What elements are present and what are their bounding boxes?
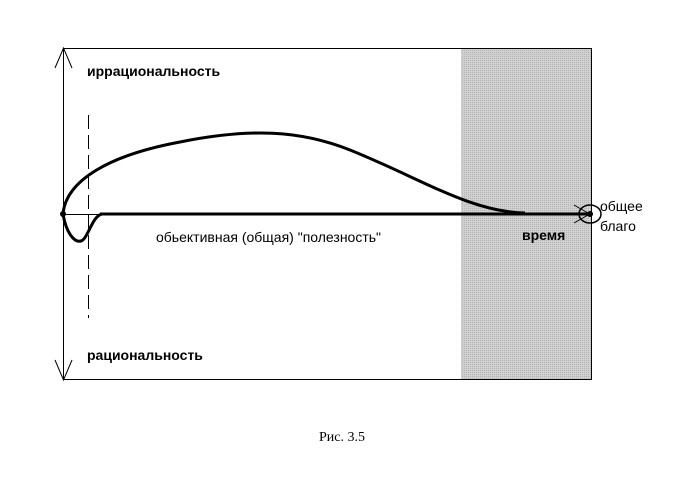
- origin-point: [60, 211, 66, 217]
- common-good-target-icon: [573, 204, 602, 224]
- time-label: время: [522, 227, 566, 243]
- figure-caption: Рис. 3.5: [319, 430, 365, 445]
- irrationality-curve: [61, 131, 526, 215]
- common-good-line2: благо: [600, 218, 636, 234]
- rationality-label: рациональность: [87, 347, 203, 363]
- irrationality-label: иррациональность: [87, 63, 221, 79]
- rationality-dip-curve: [61, 212, 103, 243]
- common-good-line1: общее: [600, 198, 643, 214]
- common-good-label: общее благо: [600, 196, 643, 236]
- utility-axis-label: обьективная (общая) "полезность": [156, 229, 382, 245]
